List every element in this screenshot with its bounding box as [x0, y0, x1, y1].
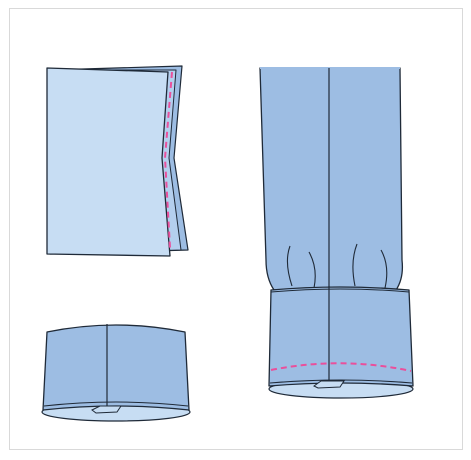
attached-cuff-band [268, 286, 414, 387]
cuff-band-seam-tab [91, 405, 122, 414]
sleeve-pleat-2 [308, 251, 316, 289]
attached-cuff-stitch-line [270, 362, 412, 372]
folded-cuff-piece [46, 65, 189, 257]
sleeve-with-attached-cuff [259, 67, 414, 399]
sleeve-body [259, 67, 404, 291]
cuff-closed-band [41, 324, 191, 422]
attached-cuff-seam-tab [313, 380, 345, 389]
cuff-front-layer [46, 67, 171, 257]
attached-cuff-top-line [270, 288, 410, 293]
attached-cuff-rim-line [269, 379, 413, 384]
sleeve-pleat-1 [286, 245, 293, 287]
sleeve-pleat-3 [352, 243, 358, 287]
sleeve-pleat-4 [380, 249, 388, 289]
cuff-band-body [42, 324, 190, 411]
cuff-band-rim-line [43, 401, 189, 407]
